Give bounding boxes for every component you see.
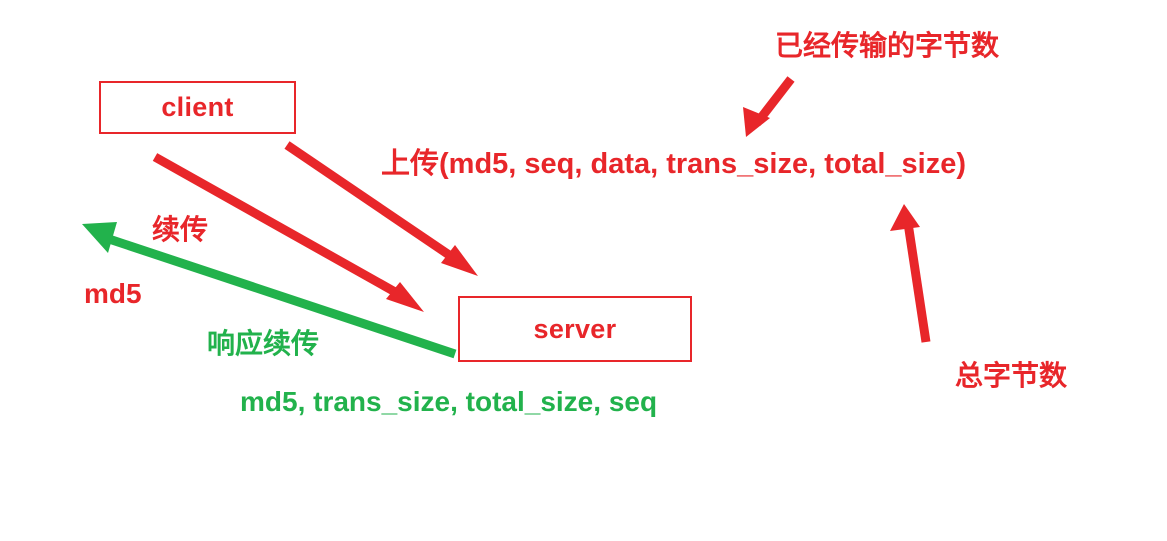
resume-response-label: 响应续传 — [207, 328, 320, 359]
client-node-label: client — [161, 92, 234, 122]
server-node: server — [458, 296, 692, 362]
transferred-bytes-pointer — [743, 76, 795, 137]
client-node: client — [99, 81, 296, 134]
total-bytes-note-label: 总字节数 — [955, 360, 1068, 391]
resume-request-arrow — [152, 153, 424, 312]
resume-response-arrow — [82, 222, 457, 359]
resume-request-label: 续传 — [152, 214, 209, 245]
server-node-label: server — [533, 313, 617, 344]
transferred-bytes-note-label: 已经传输的字节数 — [775, 30, 1000, 61]
resume-response-params-label: md5, trans_size, total_size, seq — [240, 386, 658, 417]
upload-request-arrow — [284, 141, 478, 276]
resume-request-params-label: md5 — [84, 278, 142, 309]
upload-request-label: 上传(md5, seq, data, trans_size, total_siz… — [381, 148, 967, 180]
total-bytes-pointer — [890, 204, 931, 343]
